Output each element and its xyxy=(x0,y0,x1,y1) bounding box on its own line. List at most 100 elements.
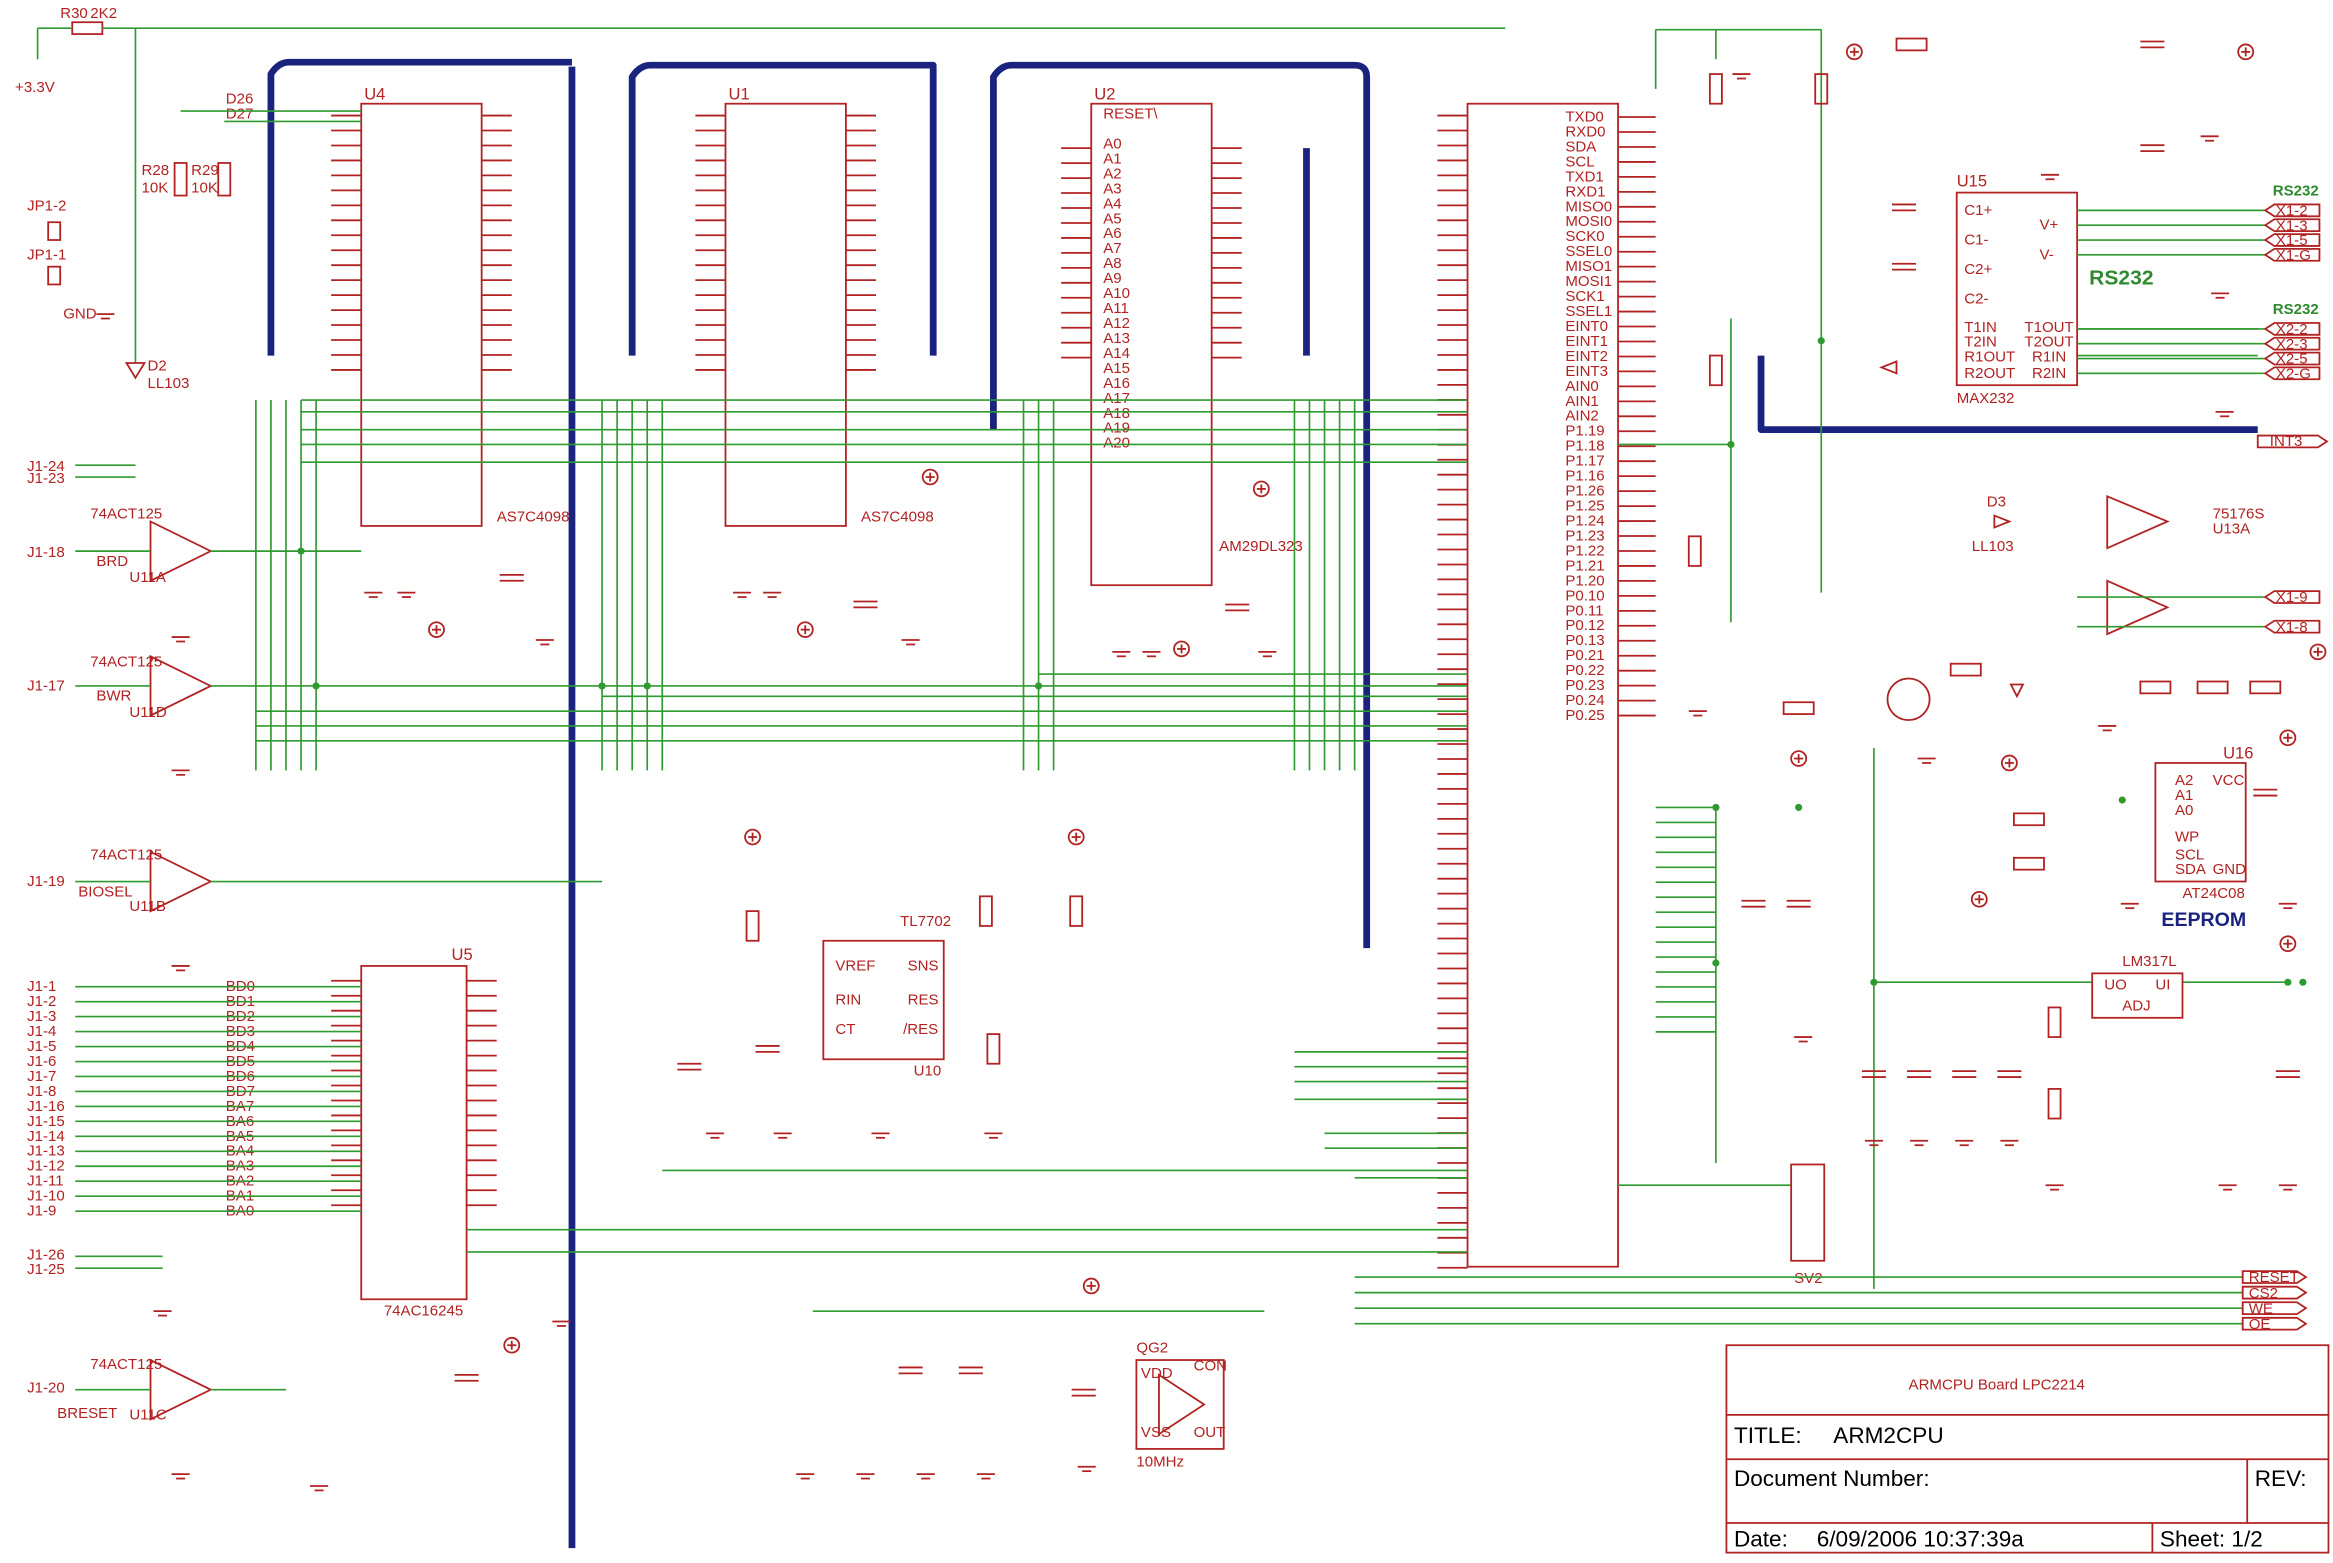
j1-pin-label: J1-14 xyxy=(27,1128,65,1145)
u2-pin-label: A14 xyxy=(1103,345,1130,362)
u2-pin-label: A12 xyxy=(1103,315,1130,332)
svg-text:J1-23: J1-23 xyxy=(27,470,65,487)
cpu-pin-label: P1.19 xyxy=(1565,423,1604,440)
cpu-pin-label: AIN2 xyxy=(1565,408,1598,425)
svg-text:C2+: C2+ xyxy=(1964,261,1992,278)
svg-text:U10: U10 xyxy=(914,1063,942,1080)
svg-text:T1IN: T1IN xyxy=(1964,319,1997,336)
svg-text:JP1-1: JP1-1 xyxy=(27,246,66,263)
svg-text:U1: U1 xyxy=(728,85,749,103)
cpu-pin-label: P1.26 xyxy=(1565,483,1604,500)
svg-text:ADJ: ADJ xyxy=(2122,997,2150,1014)
u13-part: 75176S xyxy=(2213,506,2265,523)
port-label: OE xyxy=(2249,1316,2271,1333)
u7-part: LM317L xyxy=(2122,953,2176,970)
svg-text:U15: U15 xyxy=(1957,173,1987,191)
svg-text:J1-26: J1-26 xyxy=(27,1246,65,1263)
cpu-pin-label: P1.21 xyxy=(1565,557,1604,574)
svg-text:VCC: VCC xyxy=(2213,772,2245,789)
cpu-pin-label: MOSI1 xyxy=(1565,273,1612,290)
port-label: X1-5 xyxy=(2276,232,2308,249)
port-label: X1-9 xyxy=(2276,589,2308,606)
svg-text:10K: 10K xyxy=(191,180,218,197)
j1-pin-label: J1-16 xyxy=(27,1098,65,1115)
svg-text:A2: A2 xyxy=(2175,772,2193,789)
cpu-pin-label: P0.12 xyxy=(1565,617,1604,634)
cpu-pin-label: P0.24 xyxy=(1565,692,1604,709)
svg-text:2K2: 2K2 xyxy=(90,5,117,22)
u1-sram: U1 AS7C4098 xyxy=(695,85,934,527)
port-label: CS2 xyxy=(2249,1285,2278,1302)
svg-text:10K: 10K xyxy=(141,180,168,197)
svg-text:VSS: VSS xyxy=(1141,1424,1171,1441)
port-label: X2-2 xyxy=(2276,321,2308,338)
u2-pin-label: A16 xyxy=(1103,375,1130,392)
svg-text:D2: D2 xyxy=(148,357,167,374)
j1-pin-label: J1-4 xyxy=(27,1023,56,1040)
cpu-pin-label: P0.22 xyxy=(1565,662,1604,679)
svg-text:D26: D26 xyxy=(226,91,254,108)
svg-text:V+: V+ xyxy=(2039,217,2058,234)
cpu-pin-label: AIN1 xyxy=(1565,393,1598,410)
svg-text:J1-24: J1-24 xyxy=(27,458,65,475)
int3-flag: INT3 xyxy=(2256,433,2329,450)
u2-pin-label: A11 xyxy=(1103,300,1129,317)
svg-text:R30: R30 xyxy=(60,5,88,22)
svg-text:U2: U2 xyxy=(1094,85,1115,103)
cpu-pin-label: MOSI0 xyxy=(1565,213,1612,230)
cpu-pin-label: P0.25 xyxy=(1565,707,1604,724)
cpu-pin-label: P1.16 xyxy=(1565,468,1604,485)
j1-pin-label: J1-13 xyxy=(27,1143,65,1160)
interconnect xyxy=(255,28,2307,1312)
svg-text:RS232: RS232 xyxy=(2273,301,2319,318)
cpu-pin-label: AIN0 xyxy=(1565,378,1598,395)
cpu-pin-label: P1.22 xyxy=(1565,543,1604,560)
cpu-pin-label: P0.13 xyxy=(1565,632,1604,649)
svg-text:T1OUT: T1OUT xyxy=(2024,319,2073,336)
date-label: Date: xyxy=(1734,1527,1788,1552)
u5-part: 74AC16245 xyxy=(384,1303,463,1320)
cpu-pin-label: P0.10 xyxy=(1565,587,1604,604)
port-label: X2-3 xyxy=(2276,336,2308,353)
cpu-pin-label: SCK1 xyxy=(1565,288,1604,305)
svg-text:U11A: U11A xyxy=(129,569,166,586)
u2-pin-label: A2 xyxy=(1103,165,1121,182)
svg-text:C1-: C1- xyxy=(1964,232,1988,249)
u2-pin-label: A20 xyxy=(1103,435,1130,452)
svg-text:BWR: BWR xyxy=(96,688,131,705)
cpu-pin-label: EINT0 xyxy=(1565,318,1608,335)
cpu-lpc2214: TXD0RXD0SDASCLTXD1RXD1MISO0MOSI0SCK0SSEL… xyxy=(1437,102,1656,1269)
svg-text:VDD: VDD xyxy=(1141,1365,1173,1382)
port-label: WE xyxy=(2249,1300,2273,1317)
svg-text:R28: R28 xyxy=(141,162,169,179)
title-block: ARMCPU Board LPC2214 TITLE: ARM2CPU Docu… xyxy=(1725,1344,2330,1554)
svg-text:D27: D27 xyxy=(226,106,254,123)
j1-pin-label: J1-15 xyxy=(27,1113,65,1130)
sv2-header: SV2 xyxy=(1790,1163,1826,1287)
u2-pin-label: A5 xyxy=(1103,210,1121,227)
cpu-pin-label: SCK0 xyxy=(1565,228,1604,245)
svg-text:SCL: SCL xyxy=(2175,846,2204,863)
svg-text:RIN: RIN xyxy=(835,992,861,1009)
svg-text:D3: D3 xyxy=(1987,494,2006,511)
u2-pin-label: A13 xyxy=(1103,330,1130,347)
j1-pin-label: J1-9 xyxy=(27,1203,56,1220)
j1-pin-label: J1-1 xyxy=(27,978,56,995)
svg-text:GND: GND xyxy=(2213,861,2247,878)
svg-text:U11D: U11D xyxy=(129,704,167,721)
u2-pin-label: A0 xyxy=(1103,136,1121,153)
cpu-pin-label: P1.18 xyxy=(1565,438,1604,455)
rs232-port1: RS232 xyxy=(2273,183,2319,200)
svg-text:U11B: U11B xyxy=(129,898,166,915)
svg-text:74ACT125: 74ACT125 xyxy=(90,1356,162,1373)
title-value: ARM2CPU xyxy=(1833,1423,1943,1448)
port-label: X1-G xyxy=(2276,247,2311,264)
port-label: X1-8 xyxy=(2276,619,2308,636)
u2-pin-label: A6 xyxy=(1103,225,1121,242)
svg-text:OUT: OUT xyxy=(1194,1424,1226,1441)
